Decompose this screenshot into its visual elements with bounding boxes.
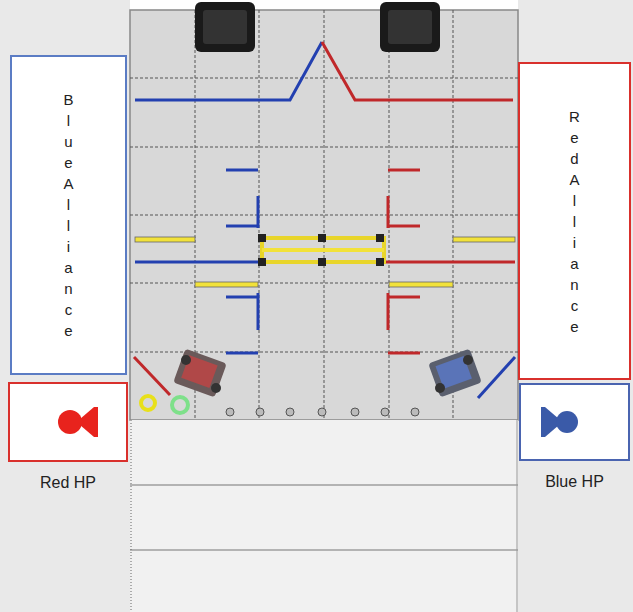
goal-net (203, 10, 247, 44)
audience-area (130, 420, 518, 612)
blue-tape (135, 42, 322, 100)
green-ring (172, 397, 188, 413)
blue-mark (257, 293, 260, 330)
blue-mark (226, 225, 258, 228)
human-player-station: Red HP (8, 382, 128, 492)
post (286, 408, 294, 416)
blue-mark (226, 169, 258, 172)
tile-line (389, 10, 390, 420)
red-mark (387, 293, 390, 330)
band-border (131, 420, 132, 612)
field-top-strip (130, 0, 518, 10)
wall-posts (226, 408, 419, 416)
robot-body (428, 349, 482, 398)
yellow-bar (135, 237, 195, 242)
robot-wheel (463, 355, 473, 365)
red-mark (388, 352, 420, 355)
goal (195, 2, 255, 52)
post (258, 234, 266, 242)
post (351, 408, 359, 416)
band-line (130, 549, 518, 550)
tile-line (259, 10, 260, 420)
yellow-bar (453, 237, 515, 242)
human-player-box (8, 382, 128, 462)
tile-line (130, 283, 518, 284)
station-label: Red HP (8, 474, 128, 492)
red-marks (134, 170, 515, 395)
red-robot (173, 349, 227, 398)
tile-line (130, 78, 518, 79)
tile-line (324, 10, 325, 420)
goal (380, 2, 440, 52)
post (318, 258, 326, 266)
human-player-icon (10, 384, 126, 460)
player-head (58, 410, 82, 434)
alliance-station: Red Alliance (518, 62, 631, 380)
blue-mark (226, 296, 258, 299)
blue-robot (428, 349, 482, 398)
center-structure (135, 234, 515, 287)
post (258, 258, 266, 266)
post (318, 408, 326, 416)
red-mark (134, 357, 170, 395)
blue-mark (257, 196, 260, 228)
yellow-bar (262, 248, 384, 252)
post (256, 408, 264, 416)
post (376, 234, 384, 242)
field-floor (130, 10, 518, 420)
tile-line (130, 147, 518, 148)
band-border (517, 420, 518, 612)
tile-line (130, 215, 518, 216)
human-player-icon (521, 385, 628, 459)
post (226, 408, 234, 416)
player-head (556, 411, 578, 433)
red-tape (322, 42, 513, 100)
robot-body (173, 349, 227, 398)
blue-mark (135, 261, 262, 264)
station-label: Red Alliance (560, 106, 590, 337)
robot-part (181, 355, 217, 388)
yellow-ring (141, 396, 155, 410)
goal-net (388, 10, 432, 44)
station-label: Blue HP (519, 473, 630, 491)
yellow-bar (195, 282, 258, 287)
alliance-station: Blue Alliance (10, 55, 127, 375)
band-line (130, 484, 518, 485)
tile-grid (130, 10, 518, 420)
robot-wheel (435, 383, 445, 393)
red-mark (388, 296, 420, 299)
post (318, 234, 326, 242)
red-mark (384, 261, 515, 264)
blue-mark (226, 352, 258, 355)
robot-wheel (181, 355, 191, 365)
red-mark (388, 169, 420, 172)
red-mark (388, 225, 420, 228)
post (381, 408, 389, 416)
human-player-station: Blue HP (519, 383, 630, 491)
blue-mark (478, 357, 515, 398)
post (411, 408, 419, 416)
post (376, 258, 384, 266)
goals (195, 2, 440, 52)
audience-floor (130, 420, 518, 612)
player-body (80, 407, 98, 437)
yellow-bar (389, 282, 453, 287)
blue-marks (135, 170, 515, 398)
robot-wheel (211, 383, 221, 393)
human-player-box (519, 383, 630, 461)
station-label: Blue Alliance (54, 89, 84, 341)
red-mark (387, 196, 390, 228)
